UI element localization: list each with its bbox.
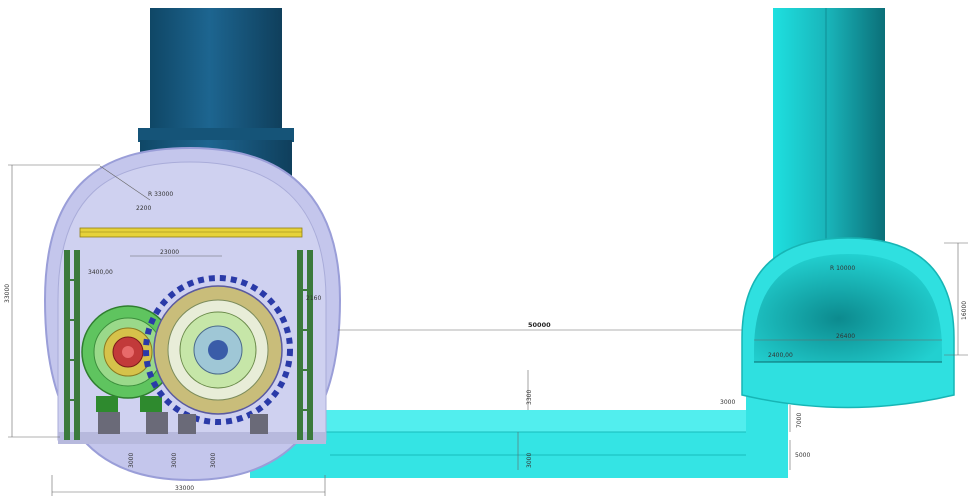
left-support-frame — [64, 250, 80, 440]
small-cavern — [741, 237, 955, 409]
main-cavern — [43, 146, 342, 482]
label-crown-gap: 2200 — [136, 205, 151, 212]
label-tunnel-height: 3300 — [526, 390, 533, 405]
label-corner-b: 5000 — [795, 452, 810, 459]
label-left-offset: 3400,00 — [88, 269, 113, 276]
label-small-cavern-offset: 2400,00 — [768, 352, 793, 359]
label-main-cavern-width: 33000 — [175, 485, 194, 492]
label-floor-b: 3000 — [171, 453, 178, 468]
dimension-lines — [8, 164, 968, 496]
label-tunnel-floor: 3000 — [526, 453, 533, 468]
label-small-cavern-height: 16000 — [961, 301, 968, 320]
label-tunnel-step: 3000 — [720, 399, 735, 406]
overhead-crane — [79, 227, 303, 238]
label-dist-between-caverns: 50000 — [528, 321, 551, 329]
connecting-tunnel — [250, 372, 788, 478]
right-shaft — [773, 8, 885, 270]
right-support-frame — [297, 250, 313, 440]
label-small-cavern-radius: R 10000 — [830, 265, 855, 272]
label-small-cavern-width: 26400 — [836, 333, 855, 340]
label-corner-a: 7000 — [796, 413, 803, 428]
dimension-labels: 33000 33000 R 33000 2200 23000 3400,00 2… — [4, 191, 968, 492]
label-crane-span: 23000 — [160, 249, 179, 256]
label-wall-offset: 2160 — [306, 295, 321, 302]
label-main-cavern-height: 33000 — [4, 284, 11, 303]
detector-blue — [143, 275, 293, 425]
detector-supports — [98, 412, 268, 434]
label-floor-a: 3000 — [128, 453, 135, 468]
label-crown-radius: R 33000 — [148, 191, 173, 198]
label-floor-c: 3000 — [210, 453, 217, 468]
